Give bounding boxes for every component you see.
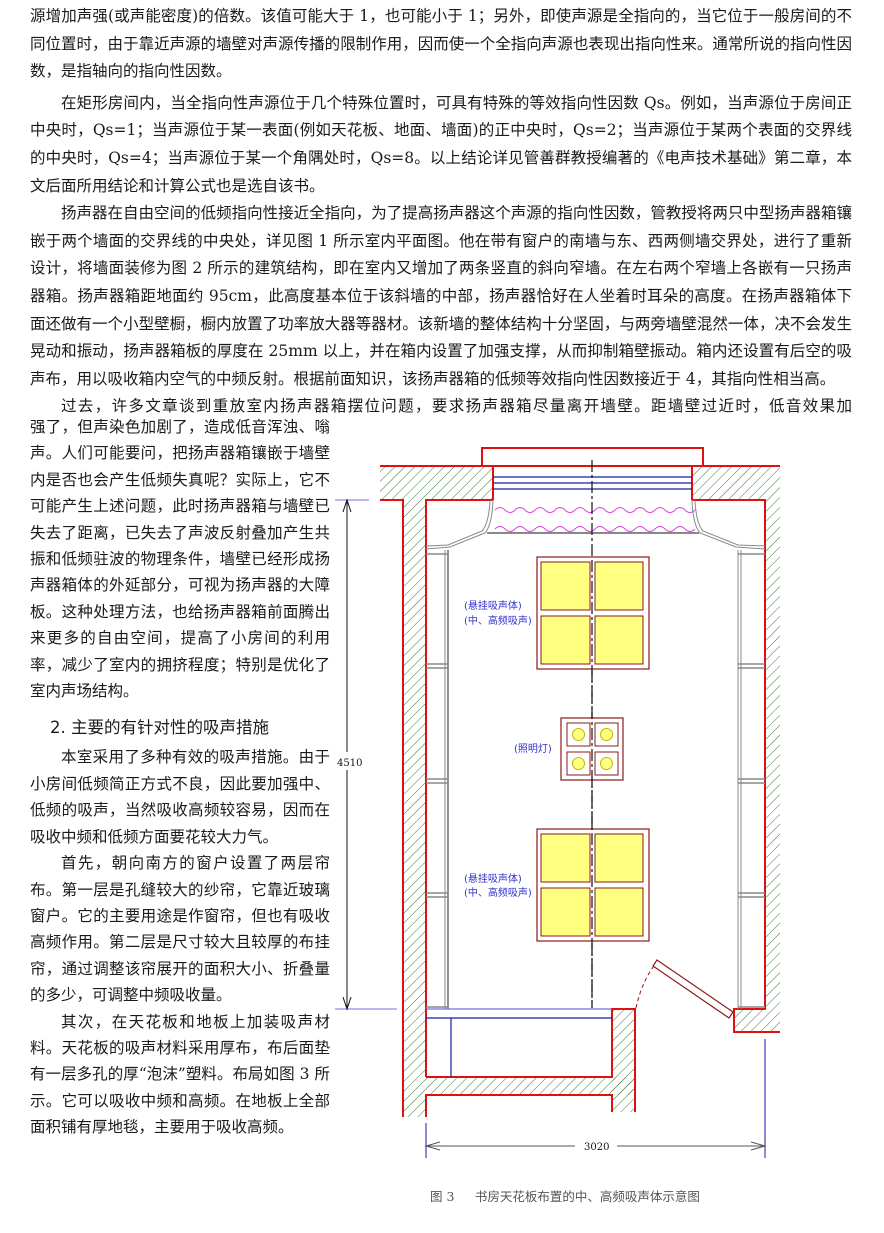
label-lighting: (照明灯) [514,743,552,755]
paragraph: 过去，许多文章谈到重放室内扬声器箱摆位问题，要求扬声器箱尽量离开墙壁。距墙壁过近… [61,397,852,416]
floor-plan-figure: (悬挂吸声体) (中、高频吸声) (照明灯) (悬挂吸声体) (中、高频吸声) … [335,447,780,1158]
absorber-panel-bottom [536,828,650,942]
paragraph: 其次，在天花板和地板上加装吸声材料。天花板的吸声材料采用厚布，布后面垫有一层多孔… [30,1012,330,1137]
paragraph: 源增加声强(或声能密度)的倍数。该值可能大于 1，也可能小于 1；另外，即使声源… [30,7,852,81]
body-text-top: 源增加声强(或声能密度)的倍数。该值可能大于 1，也可能小于 1；另外，即使声源… [30,3,852,421]
label-hanging-absorber: (悬挂吸声体) [464,599,522,612]
section-heading: 2. 主要的有针对性的吸声措施 [50,718,269,738]
width-dimension-label: 3020 [584,1142,609,1153]
door [635,959,734,1019]
label-mid-high-absorption: (中、高频吸声) [464,886,532,899]
height-dimension-label: 4510 [337,758,362,769]
slanted-walls-and-cabinets [425,499,766,1009]
label-mid-high-absorption: (中、高频吸声) [464,614,532,627]
height-dimension: 4510 [335,498,397,1011]
curtain-layers [494,507,696,532]
paragraph: 扬声器在自由空间的低频指向性接近全指向，为了提高扬声器这个声源的指向性因数，管教… [30,204,852,388]
label-hanging-absorber: (悬挂吸声体) [464,872,522,885]
paragraph: 强了，但声染色加剧了，造成低音浑浊、嗡声。人们可能要问，把扬声器箱镶嵌于墙壁内是… [30,418,330,701]
figure-caption: 图 3 书房天花板布置的中、高频吸声体示意图 [430,1189,700,1204]
light-bulb-icon [600,728,613,741]
hatched-walls [380,466,780,1117]
paragraph: 在矩形房间内，当全指向性声源位于几个特殊位置时，可具有特殊的等效指向性因数 Qs… [30,93,852,195]
paragraph: 首先，朝向南方的窗户设置了两层帘布。第一层是孔缝较大的纱帘，它靠近玻璃窗户。它的… [30,854,330,1005]
bottom-alcove [426,1008,612,1077]
paragraph: 本室采用了多种有效的吸声措施。由于小房间低频简正方式不良，因此要加强中、低频的吸… [30,748,330,846]
light-bulb-icon [572,757,585,770]
body-text-left-column: 强了，但声染色加剧了，造成低音浑浊、嗡声。人们可能要问，把扬声器箱镶嵌于墙壁内是… [30,414,330,1141]
light-bulb-icon [572,728,585,741]
light-bulb-icon [600,757,613,770]
absorber-panel-top [536,556,650,670]
width-dimension: 3020 [424,1039,767,1158]
